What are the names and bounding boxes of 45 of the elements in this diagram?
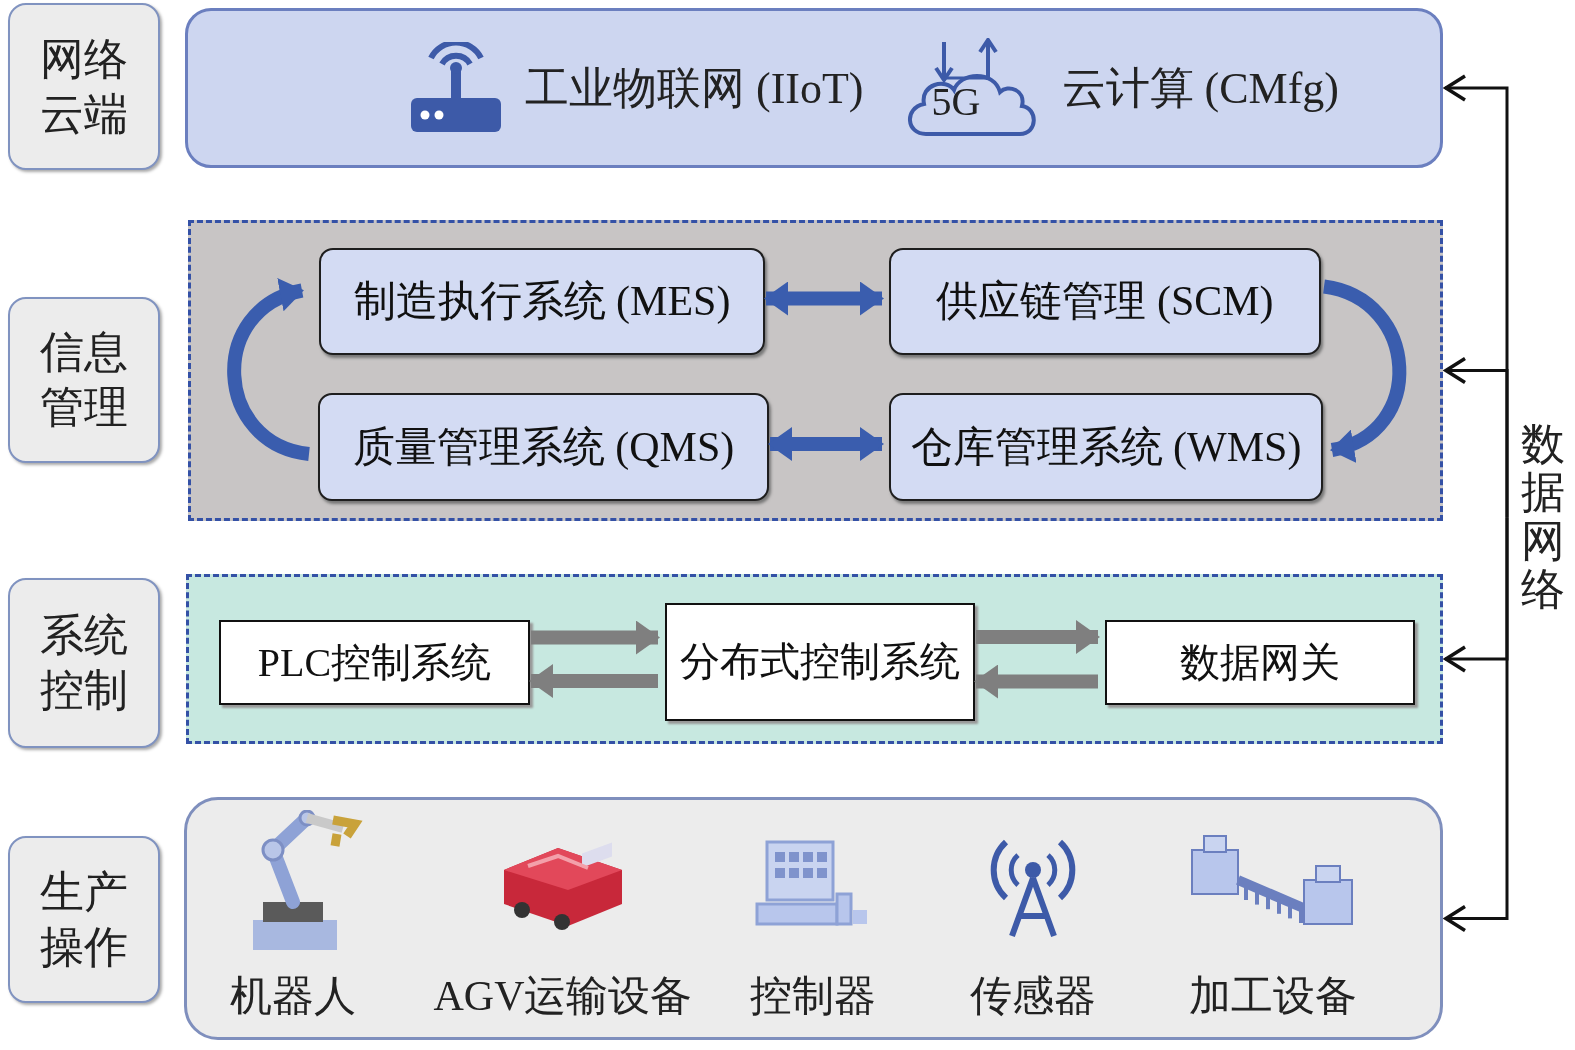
layer-band bbox=[184, 797, 1443, 1040]
system-box bbox=[889, 393, 1323, 501]
layer-name: 信息管理 bbox=[40, 327, 128, 434]
device-label: 加工设备 bbox=[1189, 972, 1357, 1021]
device-label: 机器人 bbox=[230, 972, 356, 1021]
device-label: 传感器 bbox=[970, 972, 1096, 1021]
layer-label-box bbox=[8, 578, 160, 748]
system-box bbox=[319, 248, 765, 355]
box-label: 供应链管理 (SCM) bbox=[936, 277, 1274, 326]
layer-label-box bbox=[8, 297, 160, 463]
box-label: PLC控制系统 bbox=[257, 639, 492, 686]
arrow bbox=[764, 281, 884, 316]
arrow bbox=[531, 620, 660, 655]
arrow bbox=[1444, 517, 1509, 933]
device-label: AGV运输设备 bbox=[433, 972, 693, 1021]
layer-label-box bbox=[8, 3, 160, 170]
box-label: 仓库管理系统 (WMS) bbox=[910, 422, 1302, 472]
layer-band bbox=[186, 574, 1443, 744]
control-box bbox=[1105, 620, 1415, 705]
network-label: 数据网络 bbox=[1520, 420, 1565, 615]
device-label: 控制器 bbox=[750, 972, 876, 1021]
arrow bbox=[1444, 356, 1509, 518]
technology-label: 工业物联网 (IIoT) bbox=[525, 62, 864, 115]
control-box bbox=[665, 603, 975, 721]
layer-name: 系统控制 bbox=[40, 610, 128, 717]
technology-label: 云计算 (CMfg) bbox=[1061, 62, 1339, 115]
layer-label-box bbox=[8, 836, 160, 1003]
system-box bbox=[889, 248, 1321, 355]
arrow bbox=[1322, 279, 1407, 461]
box-label: 分布式控制系统 bbox=[680, 639, 960, 685]
icon-label: 5G bbox=[931, 82, 981, 122]
arrow bbox=[227, 280, 311, 461]
box-label: 质量管理系统 (QMS) bbox=[352, 422, 735, 472]
box-label: 数据网关 bbox=[1180, 639, 1340, 686]
layer-name: 网络云端 bbox=[40, 33, 128, 141]
system-box bbox=[318, 393, 769, 501]
layer-name: 生产操作 bbox=[40, 866, 128, 974]
arrow bbox=[976, 620, 1100, 654]
arrow bbox=[768, 427, 884, 461]
box-label: 制造执行系统 (MES) bbox=[353, 277, 731, 326]
arrow bbox=[529, 664, 658, 698]
layer-band bbox=[188, 220, 1443, 521]
control-box bbox=[219, 620, 530, 705]
layer-band bbox=[185, 8, 1443, 168]
arrow bbox=[974, 664, 1098, 699]
